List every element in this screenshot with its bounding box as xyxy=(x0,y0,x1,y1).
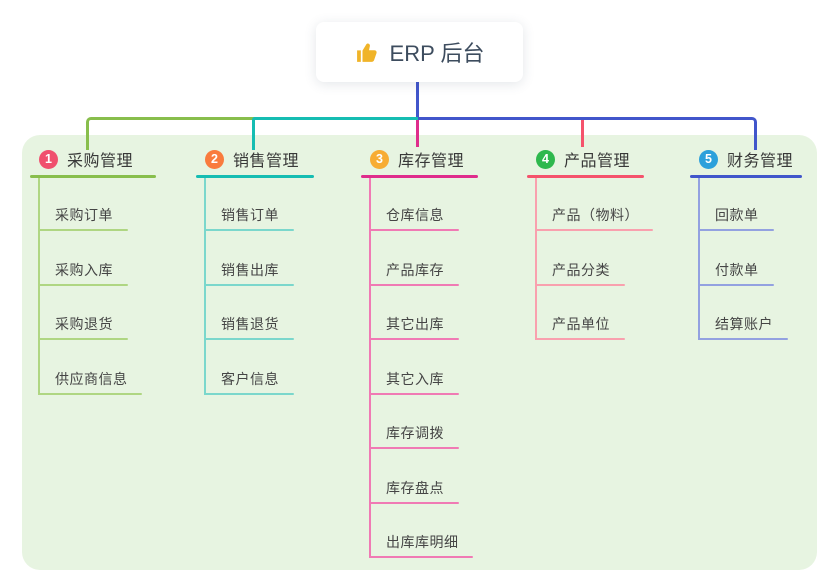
connector-branch-2 xyxy=(252,117,421,150)
child-underline xyxy=(204,393,294,395)
branch-node-3[interactable]: 3 库存管理 xyxy=(370,146,464,172)
child-underline xyxy=(38,284,128,286)
root-label: ERP 后台 xyxy=(389,41,485,66)
branch-underline xyxy=(361,175,478,178)
child-node[interactable]: 采购订单 xyxy=(55,207,113,223)
branch-node-5[interactable]: 5 财务管理 xyxy=(699,146,793,172)
branch-label: 采购管理 xyxy=(67,153,134,170)
child-node[interactable]: 销售退货 xyxy=(221,316,279,332)
branches-panel xyxy=(22,135,817,570)
child-underline xyxy=(369,393,459,395)
trunk-connector xyxy=(416,82,419,119)
branch-label: 库存管理 xyxy=(398,153,465,170)
child-underline xyxy=(369,229,459,231)
child-node[interactable]: 客户信息 xyxy=(221,371,279,387)
child-connector-line xyxy=(369,178,371,558)
child-node[interactable]: 库存盘点 xyxy=(386,480,444,496)
child-node[interactable]: 付款单 xyxy=(715,262,759,278)
child-underline xyxy=(369,338,459,340)
child-connector-line xyxy=(38,178,40,395)
child-node[interactable]: 产品（物料） xyxy=(552,207,639,223)
branch-node-1[interactable]: 1 采购管理 xyxy=(39,146,133,172)
root-node[interactable]: ERP 后台 xyxy=(316,22,523,82)
child-node[interactable]: 其它出库 xyxy=(386,316,444,332)
child-node[interactable]: 产品库存 xyxy=(386,262,444,278)
child-underline xyxy=(369,447,459,449)
child-node[interactable]: 产品单位 xyxy=(552,316,610,332)
branch-number-badge: 5 xyxy=(699,149,718,169)
child-connector-line xyxy=(698,178,700,340)
branch-number-badge: 1 xyxy=(39,149,58,169)
child-underline xyxy=(38,393,142,395)
branch-underline xyxy=(196,175,314,178)
child-node[interactable]: 销售出库 xyxy=(221,262,279,278)
child-node[interactable]: 其它入库 xyxy=(386,371,444,387)
branch-underline xyxy=(690,175,802,178)
child-node[interactable]: 销售订单 xyxy=(221,207,279,223)
child-underline xyxy=(38,338,128,340)
child-underline xyxy=(535,284,625,286)
child-node[interactable]: 采购入库 xyxy=(55,262,113,278)
child-node[interactable]: 出库库明细 xyxy=(386,534,459,550)
child-node[interactable]: 采购退货 xyxy=(55,316,113,332)
child-connector-line xyxy=(535,178,537,340)
branch-underline xyxy=(30,175,156,178)
child-underline xyxy=(698,229,774,231)
child-node[interactable]: 库存调拨 xyxy=(386,425,444,441)
child-underline xyxy=(698,338,788,340)
child-node[interactable]: 回款单 xyxy=(715,207,759,223)
branch-number-badge: 4 xyxy=(536,149,555,169)
child-underline xyxy=(38,229,128,231)
connector-branch-1 xyxy=(86,117,256,150)
branch-number-badge: 2 xyxy=(205,149,224,169)
thumbs-up-icon xyxy=(355,40,380,65)
branch-node-4[interactable]: 4 产品管理 xyxy=(536,146,630,172)
branch-node-2[interactable]: 2 销售管理 xyxy=(205,146,299,172)
branch-label: 财务管理 xyxy=(727,153,794,170)
branch-label: 销售管理 xyxy=(233,153,300,170)
child-node[interactable]: 产品分类 xyxy=(552,262,610,278)
child-underline xyxy=(369,502,459,504)
connector-branch-3 xyxy=(416,120,419,147)
child-underline xyxy=(369,284,459,286)
child-underline xyxy=(204,338,294,340)
child-connector-line xyxy=(204,178,206,395)
connector-branch-5 xyxy=(418,117,757,150)
child-node[interactable]: 结算账户 xyxy=(715,316,773,332)
child-underline xyxy=(369,556,473,558)
connector-branch-4 xyxy=(581,120,584,147)
branch-label: 产品管理 xyxy=(564,153,631,170)
child-underline xyxy=(204,229,294,231)
branch-number-badge: 3 xyxy=(370,149,389,169)
child-underline xyxy=(698,284,774,286)
child-node[interactable]: 供应商信息 xyxy=(55,371,128,387)
child-underline xyxy=(204,284,294,286)
child-node[interactable]: 仓库信息 xyxy=(386,207,444,223)
child-underline xyxy=(535,338,625,340)
child-underline xyxy=(535,229,653,231)
branch-underline xyxy=(527,175,644,178)
